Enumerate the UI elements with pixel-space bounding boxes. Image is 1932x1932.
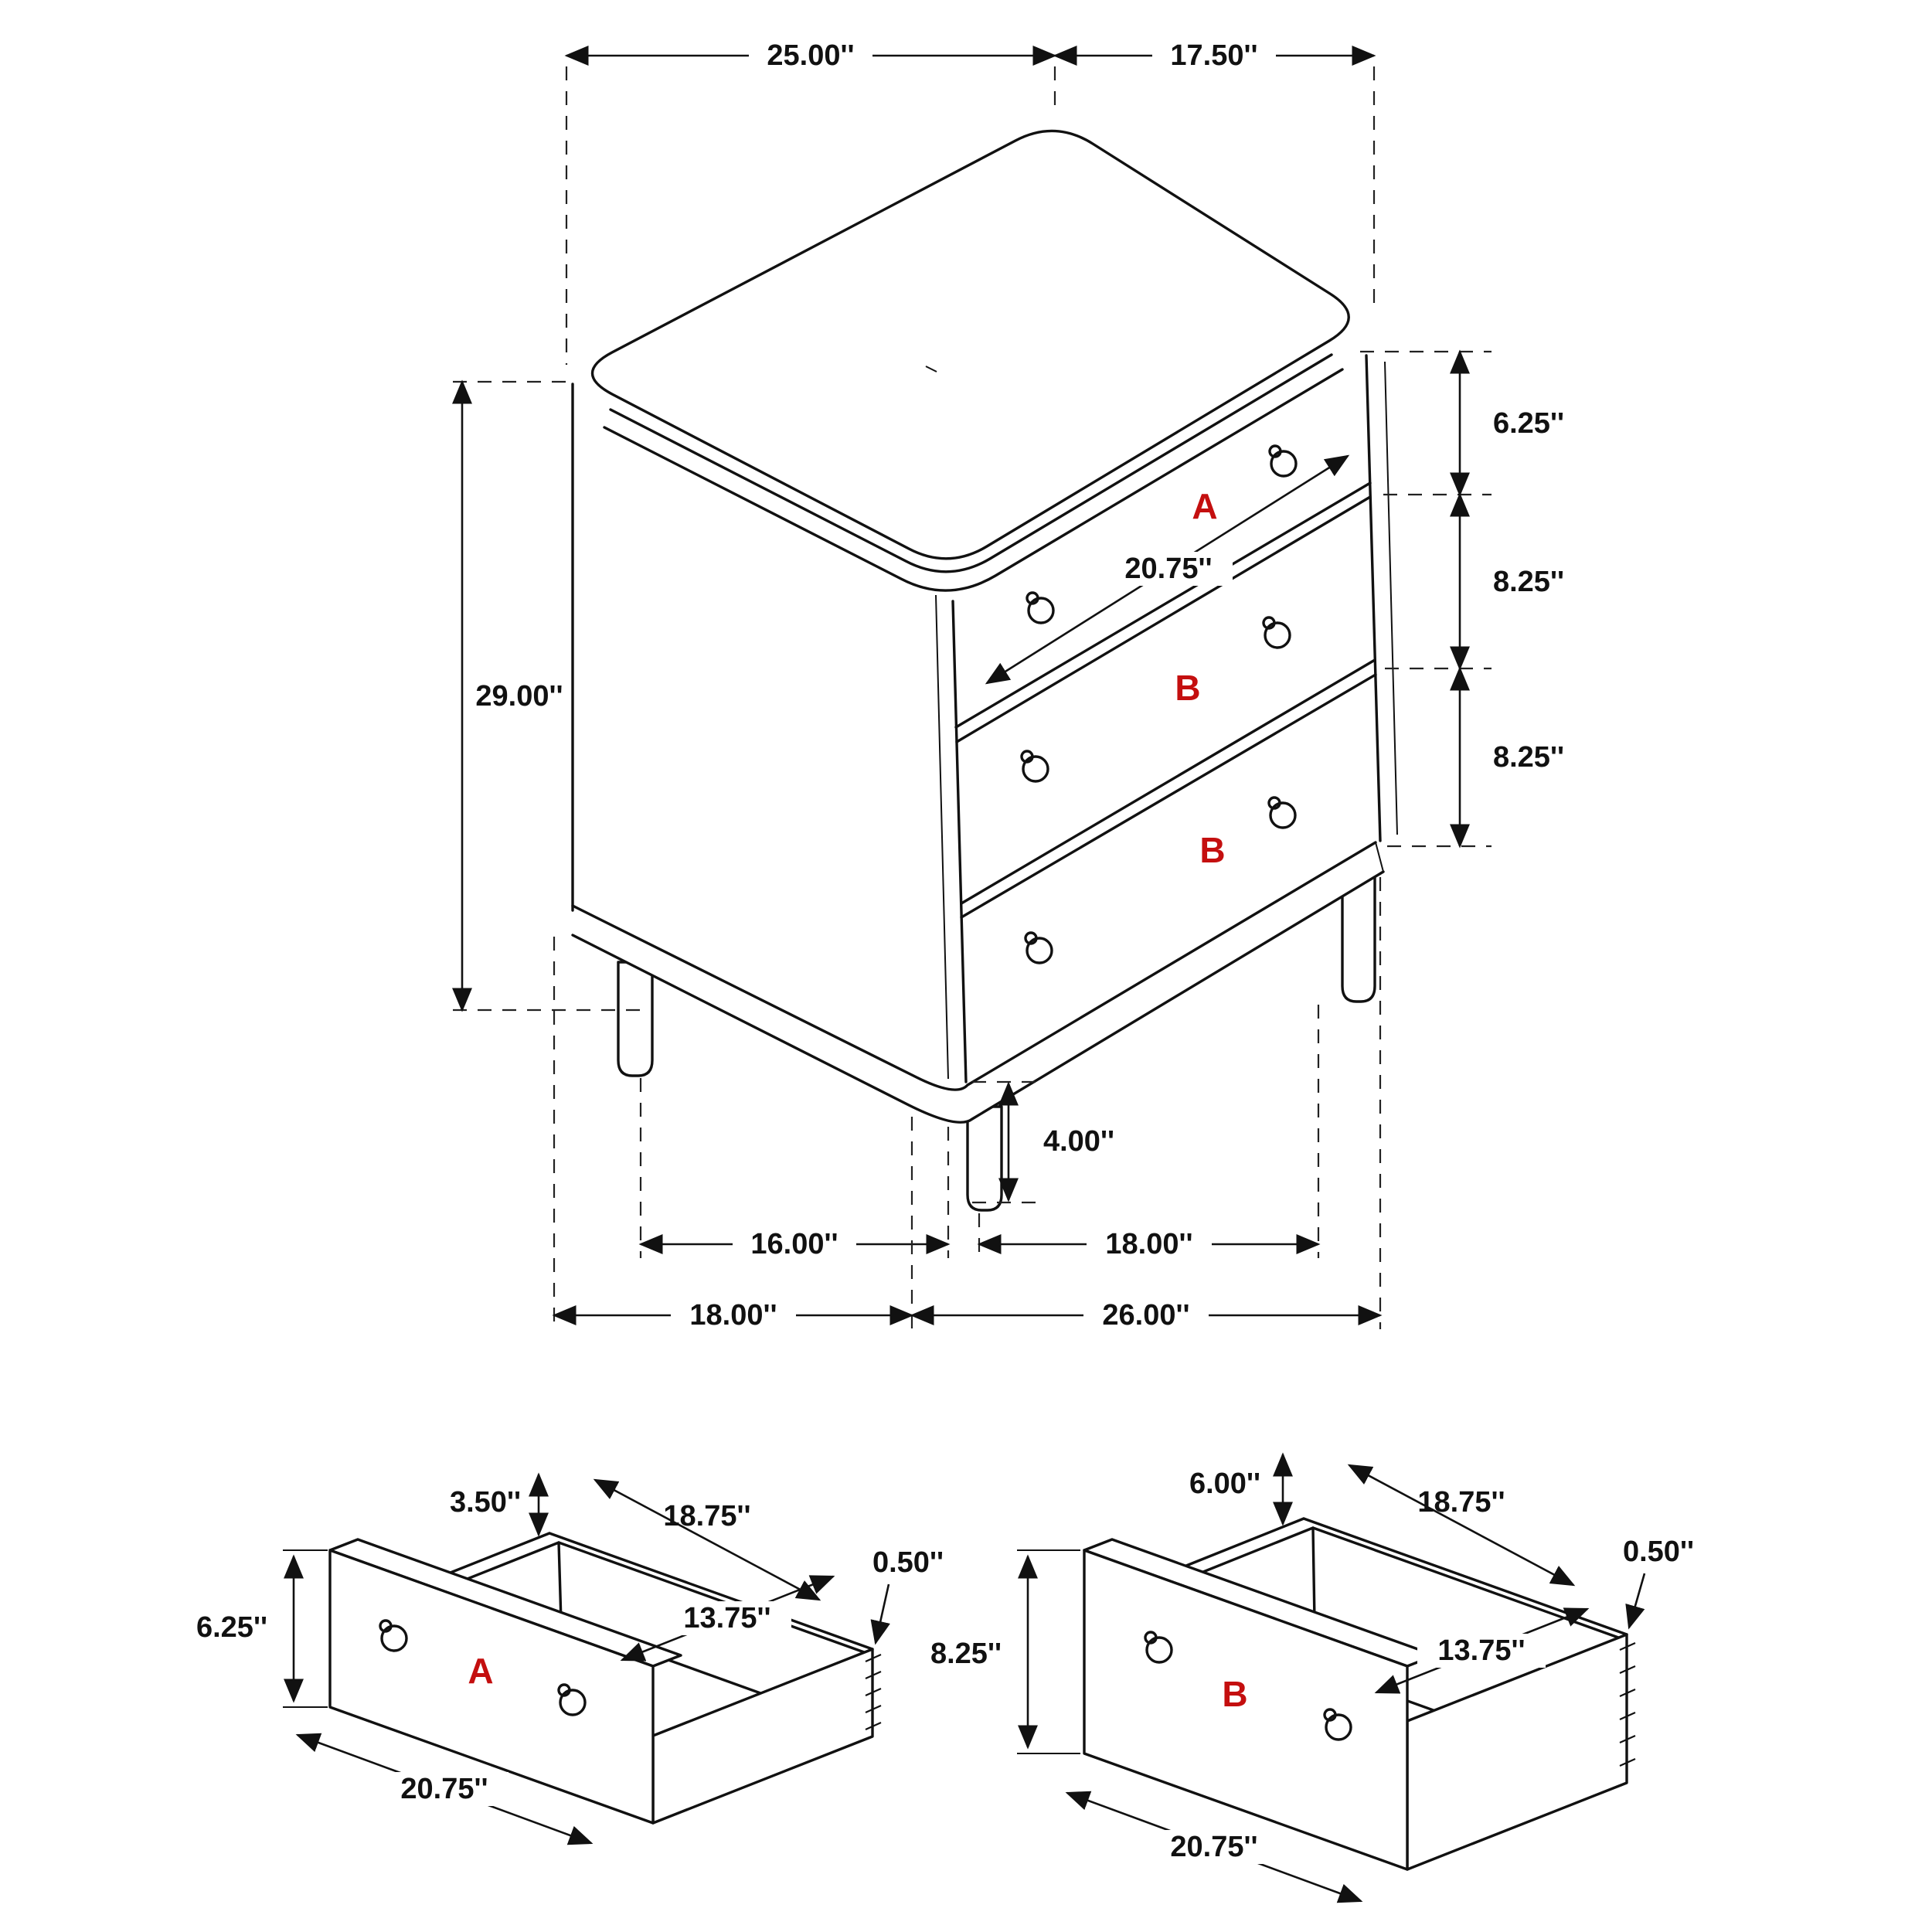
dim-a-front-height: 6.25'' [196,1611,267,1644]
dim-a-inner-depth: 13.75'' [683,1602,770,1634]
dim-top-width-right: 17.50'' [1170,39,1257,72]
drawer-b-front-panel [1083,1549,1409,1871]
drawer-front-width-dimension: 20.75'' [985,454,1350,685]
dim-side-leg-spacing: 18.00'' [1105,1228,1192,1260]
extension-lines-row2 [553,877,1382,1329]
dim-leg-height: 4.00'' [1043,1125,1114,1158]
drawer-knob [1268,444,1298,478]
drawer-label-b-bottom: B [1199,830,1225,870]
drawer-knob [1323,1708,1352,1741]
extension-ticks [283,1549,328,1708]
top-width-dimensions: 25.00'' 17.50'' [564,39,1376,365]
drawer-b-detail: B 6.00'' 18.75'' 0.50'' 13.75'' 8.25'' 2… [930,1452,1694,1903]
leg-height-dimension: 4.00'' [972,1080,1114,1204]
chest-leg-left [617,961,654,1077]
dim-b-back-height: 6.00'' [1189,1468,1260,1500]
wood-grain-mark [925,366,937,372]
extension-lines [453,380,648,1012]
dim-base-width: 26.00'' [1102,1299,1189,1332]
drawer-knob [379,1619,408,1652]
drawer-knob [1024,931,1053,964]
extension-lines [565,66,1376,365]
dim-b-inner-depth: 13.75'' [1437,1634,1525,1667]
base-dimensions: 16.00'' 18.00'' 18.00'' 26.00'' [552,877,1383,1332]
chest-top-face [590,129,1350,560]
dim-a-thickness: 0.50'' [872,1546,944,1579]
chest-isometric: A B B [571,129,1398,1212]
dim-b-inner-width: 18.75'' [1417,1486,1505,1519]
chest-front-edges [951,354,1382,1083]
drawer-knob [1020,750,1049,783]
dim-front-leg-spacing: 16.00'' [750,1228,838,1260]
overall-height-dimension: 29.00'' [452,379,648,1012]
dim-a-inner-width: 18.75'' [663,1500,750,1532]
dim-drawer-front-width: 20.75'' [1124,553,1212,585]
drawer-b-right-wall [1406,1633,1628,1871]
drawer-divider-lines [954,481,1377,919]
drawer-label-a: A [1192,486,1217,526]
dim-b-front-width: 20.75'' [1170,1831,1257,1863]
drawer-height-dimensions: 6.25'' 8.25'' 8.25'' [1360,349,1564,849]
drawer-knob [1262,616,1291,649]
drawer-a-label: A [468,1651,493,1691]
dovetail-hatching [1619,1641,1636,1767]
extension-ticks [1017,1549,1080,1754]
dim-a-back-height: 3.50'' [450,1486,521,1519]
drawer-a-detail: A 3.50'' 18.75'' 0.50'' 13.75'' 6.25'' 2… [196,1472,944,1845]
chest-leg-front [966,1105,1003,1212]
chest-leg-right [1341,870,1376,1003]
dim-base-depth: 18.00'' [689,1299,777,1332]
drawer-knob [1144,1631,1173,1664]
dim-b-front-height: 8.25'' [930,1638,1002,1670]
drawer-label-b-middle: B [1175,668,1200,708]
drawer-knob [1026,591,1055,624]
drawer-b-label: B [1222,1674,1247,1714]
corner-post-lines [935,361,1398,1080]
dovetail-hatching [865,1653,882,1731]
dim-drawer-1-height: 6.25'' [1493,407,1564,440]
drawer-knob [557,1683,587,1716]
dim-b-thickness: 0.50'' [1623,1536,1694,1568]
dim-drawer-3-height: 8.25'' [1493,741,1564,774]
extension-lines [1360,350,1492,848]
dim-top-width-left: 25.00'' [767,39,854,72]
dim-a-front-width: 20.75'' [400,1773,488,1805]
drawer-knob [1267,796,1297,829]
dim-drawer-2-height: 8.25'' [1493,566,1564,598]
dim-overall-height: 29.00'' [475,680,563,713]
